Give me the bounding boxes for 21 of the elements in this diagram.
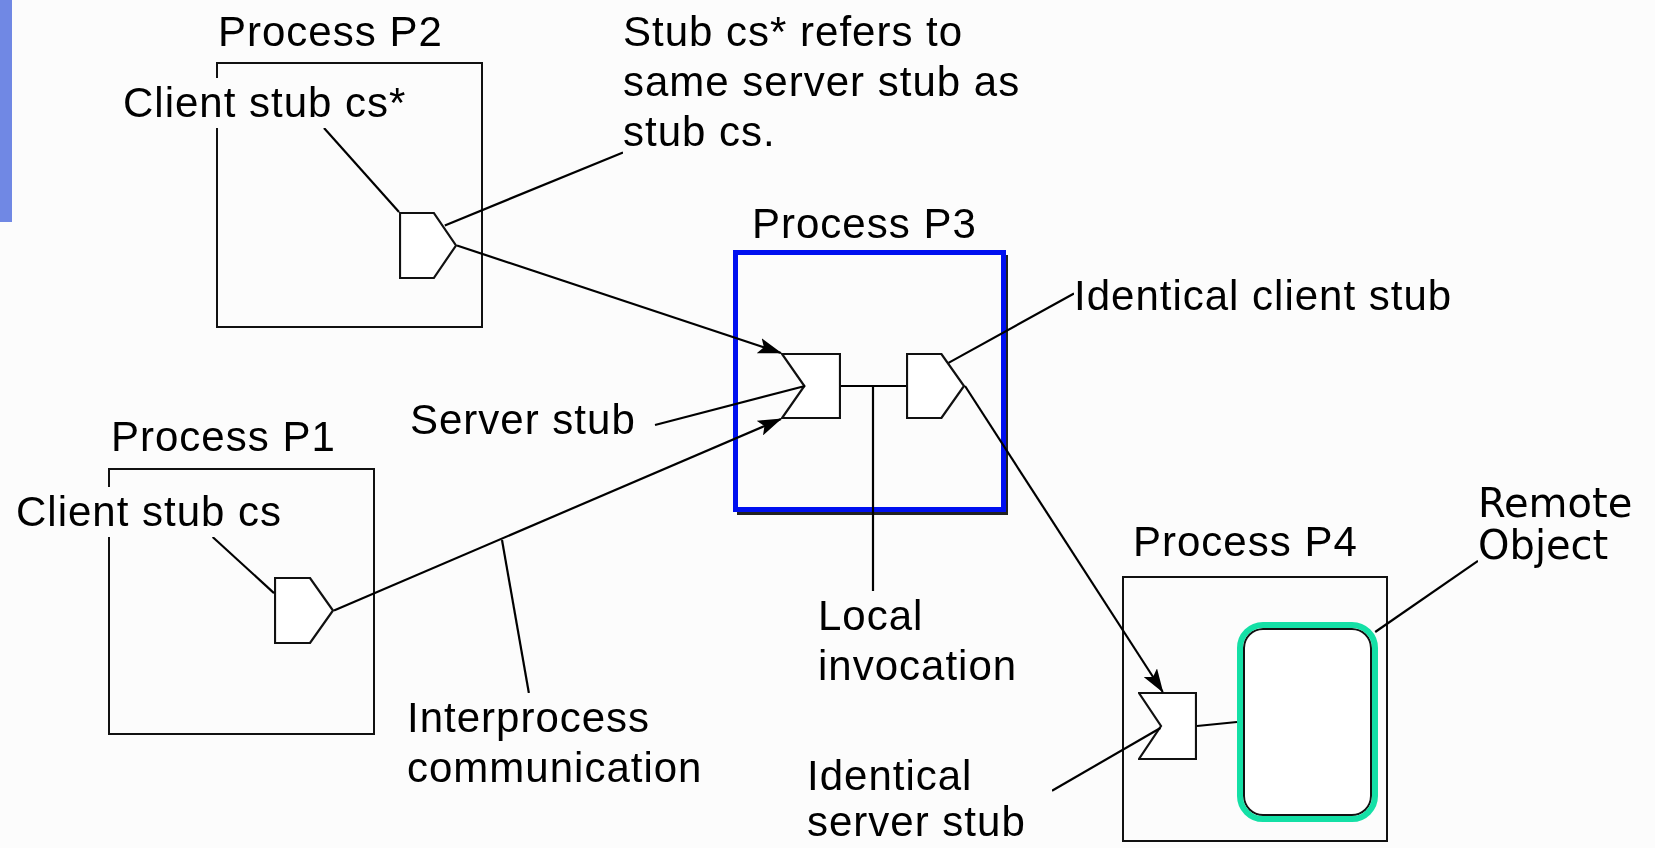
arrow bbox=[964, 385, 1164, 693]
process-label: Process P3 bbox=[752, 199, 977, 249]
leader-line bbox=[1374, 560, 1479, 633]
arrow bbox=[333, 418, 782, 612]
connector-line bbox=[1196, 720, 1238, 728]
leader-line bbox=[211, 536, 275, 594]
callout-label: Client stub cs bbox=[16, 487, 283, 537]
remote-object-box bbox=[1237, 622, 1378, 822]
leader-line bbox=[947, 292, 1075, 364]
leader-line bbox=[323, 127, 400, 213]
process-label: Process P4 bbox=[1133, 517, 1358, 567]
leader-line bbox=[654, 384, 806, 427]
callout-label: Client stub cs* bbox=[123, 78, 407, 128]
leader-line bbox=[444, 151, 624, 227]
leader-line bbox=[871, 387, 875, 591]
arrow bbox=[456, 244, 782, 355]
leader-line bbox=[500, 539, 530, 694]
process-label: Process P1 bbox=[111, 412, 336, 462]
connector-line bbox=[841, 384, 906, 388]
leader-line bbox=[1051, 727, 1161, 792]
process-label: Process P2 bbox=[218, 7, 443, 57]
